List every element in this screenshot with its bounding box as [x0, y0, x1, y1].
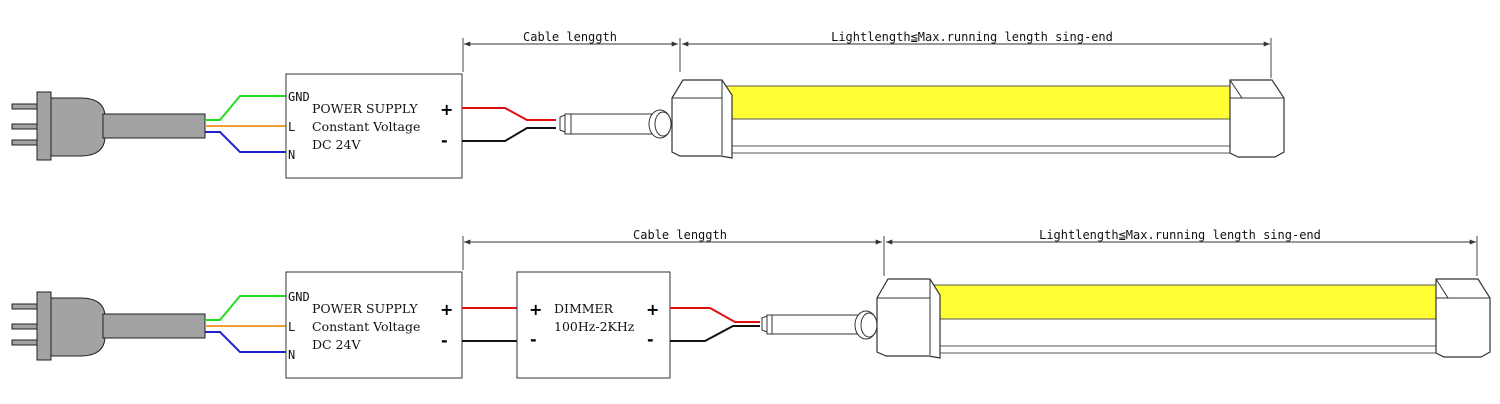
- mains-wires: [205, 295, 287, 353]
- end-cap-left: [876, 278, 941, 359]
- psu-title: POWER SUPPLY: [312, 301, 418, 316]
- neutral-wire: [205, 131, 287, 153]
- end-cap-right: [1229, 79, 1285, 158]
- diagram-with-dimmer: GND L N POWER SUPPLY Constant Voltage DC…: [11, 228, 1491, 379]
- terminal-l-label: L: [288, 320, 295, 334]
- dc-output-wires: [670, 307, 760, 342]
- power-supply-box: GND L N POWER SUPPLY Constant Voltage DC…: [285, 271, 463, 379]
- ground-wire: [205, 295, 287, 321]
- cable-length-dimension: Cable lenggth: [462, 30, 681, 72]
- dimmer-frequency: 100Hz-2KHz: [554, 319, 635, 334]
- psu-minus-sign: -: [441, 331, 448, 350]
- psu-title: POWER SUPPLY: [312, 101, 418, 116]
- dimmer-box: + - DIMMER 100Hz-2KHz + -: [516, 271, 671, 379]
- psu-plus-sign: +: [440, 300, 453, 319]
- psu-voltage: DC 24V: [312, 137, 361, 152]
- negative-wire: [462, 127, 556, 142]
- psu-plus-sign: +: [440, 100, 453, 119]
- terminal-l-label: L: [288, 120, 295, 134]
- diagram-direct: GND L N POWER SUPPLY Constant Voltage DC…: [11, 30, 1285, 179]
- cable: [761, 310, 878, 340]
- led-strip: [671, 79, 1285, 159]
- positive-wire: [462, 107, 556, 121]
- terminal-n-label: N: [288, 348, 295, 362]
- mains-wires: [205, 95, 287, 153]
- psu-minus-sign: -: [441, 131, 448, 150]
- end-cap-left: [671, 79, 733, 159]
- light-length-dimension: Lightlength≦Max.running length sing-end: [682, 30, 1272, 78]
- led-light-area: [931, 284, 1441, 320]
- dc-output-wires: [462, 107, 556, 142]
- positive-wire: [670, 307, 760, 323]
- dimmer-out-plus: +: [646, 300, 659, 319]
- psu-to-dimmer-wires: [462, 307, 517, 342]
- terminal-gnd-label: GND: [288, 290, 310, 304]
- terminal-gnd-label: GND: [288, 90, 310, 104]
- dimmer-title: DIMMER: [554, 301, 614, 316]
- plug-icon: [11, 291, 206, 361]
- ground-wire: [205, 95, 287, 121]
- psu-voltage: DC 24V: [312, 337, 361, 352]
- dimmer-out-minus: -: [647, 330, 654, 349]
- plug-icon: [11, 91, 206, 161]
- led-light-area: [721, 85, 1243, 120]
- negative-wire: [670, 325, 760, 342]
- neutral-wire: [205, 331, 287, 353]
- light-length-dimension: Lightlength≦Max.running length sing-end: [886, 228, 1478, 276]
- led-strip: [876, 278, 1491, 359]
- psu-type: Constant Voltage: [312, 319, 420, 334]
- cable-length-label: Cable lenggth: [523, 30, 617, 44]
- power-supply-box: GND L N POWER SUPPLY Constant Voltage DC…: [285, 73, 463, 179]
- dimmer-in-minus: -: [530, 330, 537, 349]
- light-length-label: Lightlength≦Max.running length sing-end: [1039, 228, 1321, 242]
- cable: [559, 109, 672, 139]
- light-length-label: Lightlength≦Max.running length sing-end: [831, 30, 1113, 44]
- dimmer-in-plus: +: [529, 300, 542, 319]
- psu-type: Constant Voltage: [312, 119, 420, 134]
- cable-length-dimension: Cable lenggth: [462, 228, 885, 276]
- terminal-n-label: N: [288, 148, 295, 162]
- cable-length-label: Cable lenggth: [633, 228, 727, 242]
- end-cap-right: [1435, 278, 1491, 358]
